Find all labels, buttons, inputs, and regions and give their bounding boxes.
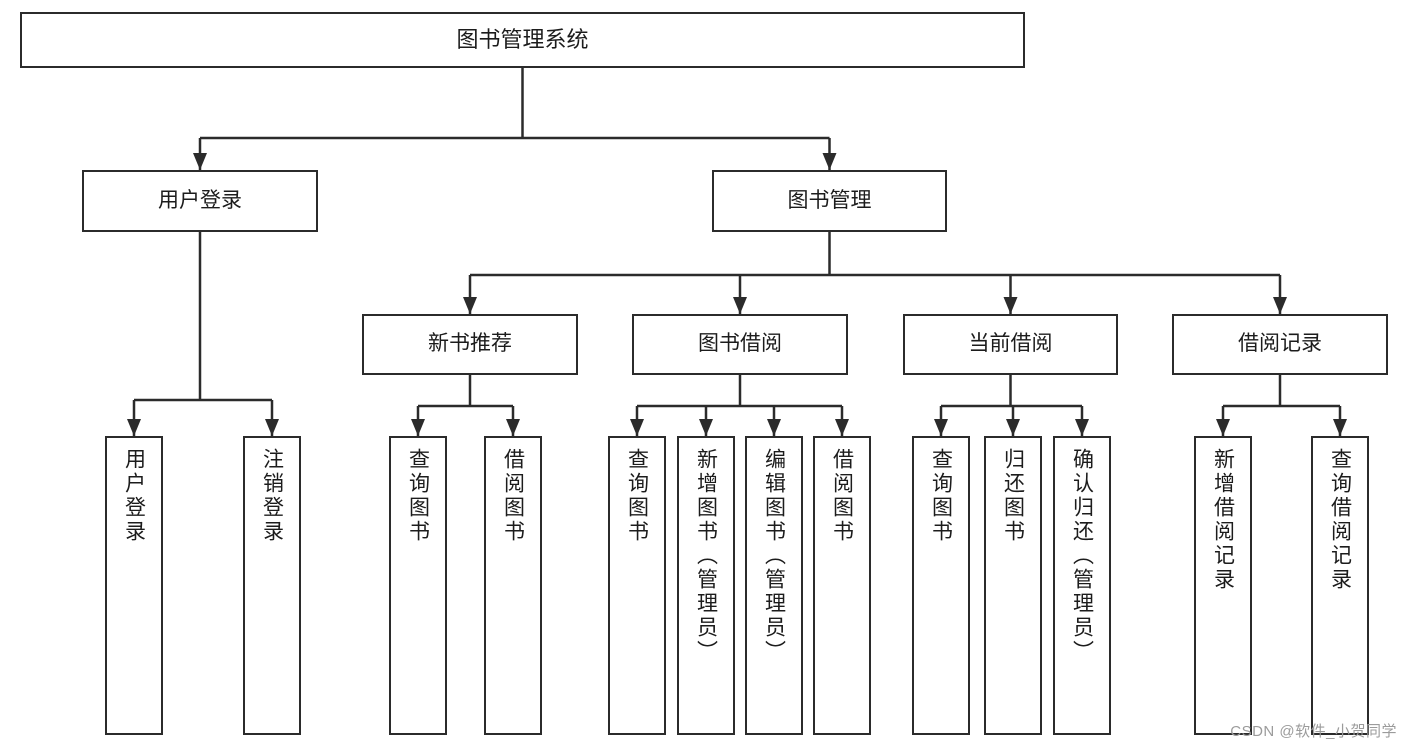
arrowhead-icon bbox=[193, 153, 207, 170]
node-leaf-cur-2[interactable]: 归还图书 bbox=[984, 436, 1042, 735]
node-leaf-login-2[interactable]: 注销登录 bbox=[243, 436, 301, 735]
watermark: CSDN @软件_小贺同学 bbox=[1230, 723, 1397, 740]
arrowhead-icon bbox=[822, 153, 837, 170]
node-leaf-borrow-3[interactable]: 编辑图书（管理员） bbox=[745, 436, 803, 735]
arrowhead-icon bbox=[767, 419, 781, 436]
arrowhead-icon bbox=[1075, 419, 1089, 436]
node-label: 查询图书 bbox=[406, 448, 430, 544]
arrowhead-icon bbox=[265, 419, 279, 436]
node-label: 图书借阅 bbox=[698, 332, 782, 356]
node-label: 新书推荐 bbox=[428, 332, 512, 356]
node-label: 新增借阅记录 bbox=[1211, 448, 1235, 592]
arrowhead-icon bbox=[733, 297, 747, 314]
node-label: 图书管理系统 bbox=[456, 27, 589, 53]
node-leaf-cur-3[interactable]: 确认归还（管理员） bbox=[1053, 436, 1111, 735]
arrowhead-icon bbox=[1273, 297, 1287, 314]
node-label: 注销登录 bbox=[260, 448, 284, 544]
arrowhead-icon bbox=[934, 419, 948, 436]
node-label: 确认归还（管理员） bbox=[1070, 448, 1094, 664]
node-leaf-new-2[interactable]: 借阅图书 bbox=[484, 436, 542, 735]
arrowhead-icon bbox=[1003, 297, 1018, 314]
node-label: 查询图书 bbox=[625, 448, 649, 544]
node-leaf-borrow-1[interactable]: 查询图书 bbox=[608, 436, 666, 735]
node-label: 借阅图书 bbox=[830, 448, 854, 544]
node-leaf-cur-1[interactable]: 查询图书 bbox=[912, 436, 970, 735]
arrowhead-icon bbox=[1216, 419, 1230, 436]
node-label: 归还图书 bbox=[1001, 448, 1025, 544]
arrowhead-icon bbox=[127, 419, 141, 436]
node-leaf-rec-2[interactable]: 查询借阅记录 bbox=[1311, 436, 1369, 735]
node-leaf-borrow-2[interactable]: 新增图书（管理员） bbox=[677, 436, 735, 735]
node-label: 查询图书 bbox=[929, 448, 953, 544]
node-root[interactable]: 图书管理系统 bbox=[20, 12, 1025, 68]
node-leaf-login-1[interactable]: 用户登录 bbox=[105, 436, 163, 735]
node-records[interactable]: 借阅记录 bbox=[1172, 314, 1388, 375]
node-current[interactable]: 当前借阅 bbox=[903, 314, 1118, 375]
node-newbook[interactable]: 新书推荐 bbox=[362, 314, 578, 375]
arrowhead-icon bbox=[835, 419, 849, 436]
arrowhead-icon bbox=[699, 419, 713, 436]
node-leaf-rec-1[interactable]: 新增借阅记录 bbox=[1194, 436, 1252, 735]
arrowhead-icon bbox=[1006, 419, 1020, 436]
node-label: 查询借阅记录 bbox=[1328, 448, 1352, 592]
node-label: 编辑图书（管理员） bbox=[762, 448, 786, 664]
node-label: 用户登录 bbox=[158, 188, 242, 212]
node-bookmgmt[interactable]: 图书管理 bbox=[712, 170, 947, 232]
node-leaf-new-1[interactable]: 查询图书 bbox=[389, 436, 447, 735]
node-label: 新增图书（管理员） bbox=[694, 448, 718, 664]
arrowhead-icon bbox=[630, 419, 644, 436]
node-label: 借阅图书 bbox=[501, 448, 525, 544]
node-login[interactable]: 用户登录 bbox=[82, 170, 318, 232]
arrowhead-icon bbox=[411, 419, 425, 436]
node-label: 借阅记录 bbox=[1238, 332, 1322, 356]
arrowhead-icon bbox=[506, 419, 520, 436]
node-borrow[interactable]: 图书借阅 bbox=[632, 314, 848, 375]
arrowhead-icon bbox=[463, 297, 477, 314]
node-label: 当前借阅 bbox=[968, 332, 1053, 356]
node-leaf-borrow-4[interactable]: 借阅图书 bbox=[813, 436, 871, 735]
node-label: 图书管理 bbox=[787, 188, 872, 212]
arrowhead-icon bbox=[1333, 419, 1347, 436]
node-label: 用户登录 bbox=[122, 448, 146, 544]
